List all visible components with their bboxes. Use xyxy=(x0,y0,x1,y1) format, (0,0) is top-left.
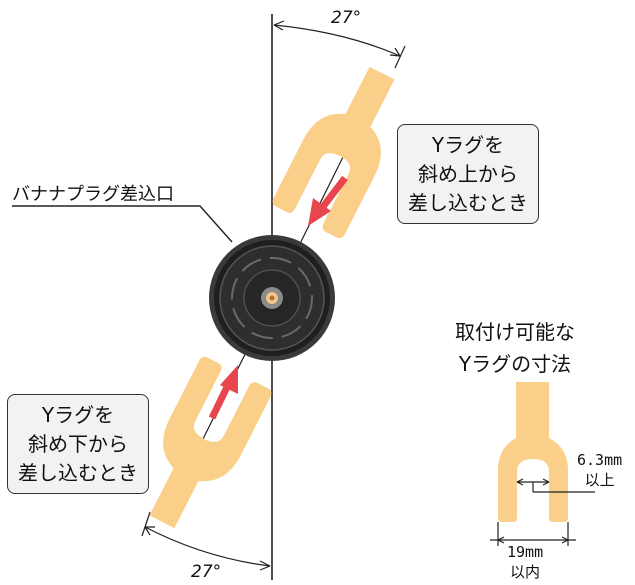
banana-plug-port-label: バナナプラグ差込口 xyxy=(12,184,174,205)
top-angle-label: 27° xyxy=(331,8,362,28)
callout-insert-from-below: Yラグを 斜め下から 差し込むとき xyxy=(7,394,149,494)
top-insertion-arrow xyxy=(308,175,348,226)
width-dimension-value: 19mm xyxy=(507,543,544,561)
callout-above-line-3: 差し込むとき xyxy=(408,191,528,215)
top-y-lug xyxy=(272,66,395,239)
port-label-leader xyxy=(12,205,233,243)
speaker-terminal xyxy=(209,235,335,361)
gap-dimension-value: 6.3mm xyxy=(577,451,623,469)
bottom-angle-label: 27° xyxy=(191,562,222,582)
gap-dimension-label: 6.3mm 以上 xyxy=(577,450,622,490)
bottom-y-lug xyxy=(149,356,272,529)
width-dimension-label: 19mm 以内 xyxy=(507,542,543,582)
callout-above-line-1: Yラグを xyxy=(431,133,505,157)
callout-insert-from-above: Yラグを 斜め上から 差し込むとき xyxy=(397,124,539,224)
callout-below-line-1: Yラグを xyxy=(41,403,115,427)
lug-spec-title-line-1: 取付け可能な xyxy=(455,320,575,344)
top-angle-indicator xyxy=(273,20,406,69)
width-dimension-qualifier: 以内 xyxy=(510,563,541,581)
gap-dimension-marker xyxy=(516,478,595,493)
callout-below-line-2: 斜め下から xyxy=(28,432,128,456)
callout-above-line-2: 斜め上から xyxy=(418,162,518,186)
callout-below-line-3: 差し込むとき xyxy=(18,461,138,485)
dimension-y-lug xyxy=(498,382,568,522)
lug-spec-title-line-2: Yラグの寸法 xyxy=(458,352,572,376)
width-dimension-marker xyxy=(490,522,576,546)
bottom-insertion-arrow xyxy=(208,365,238,420)
bottom-angle-indicator xyxy=(141,511,271,571)
gap-dimension-qualifier: 以上 xyxy=(584,471,615,489)
lug-spec-title: 取付け可能な Yラグの寸法 xyxy=(455,316,575,380)
